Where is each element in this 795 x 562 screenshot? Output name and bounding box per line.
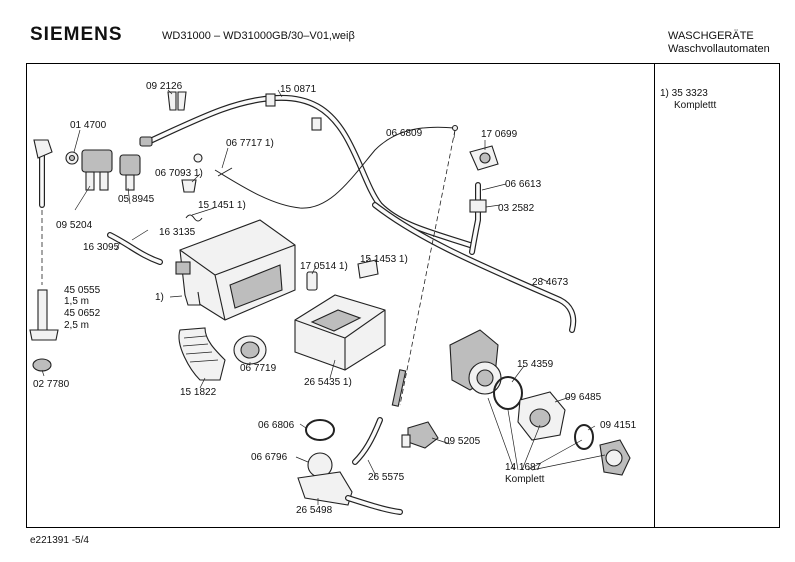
- part-label: 2,5 m: [64, 320, 89, 331]
- label-leader-lines: [41, 89, 596, 505]
- document-id: e221391 -5/4: [30, 535, 89, 546]
- clamp-ring: [305, 419, 335, 441]
- wire-harness-drawing: [214, 126, 456, 209]
- part-label: 09 5205: [444, 436, 481, 447]
- part-label: 06 7093 1): [155, 168, 203, 179]
- aquastop-hose-drawing: [29, 139, 59, 341]
- gasket-part: [357, 259, 379, 279]
- model-title: WD31000 – WD31000GB/30–V01,weiβ: [162, 30, 355, 42]
- wire-lug: [217, 167, 233, 177]
- pressure-tube-guide: [399, 129, 456, 406]
- footnote-line-1: 1) 35 3323: [660, 88, 708, 99]
- drain-filter-drawing: [599, 439, 631, 476]
- bellows-hose-drawing: [178, 327, 226, 381]
- spring-part: [185, 214, 203, 222]
- part-label: 09 2126: [146, 81, 183, 92]
- cap-part: [32, 358, 52, 372]
- air-trap-part: [469, 199, 487, 213]
- part-label: 15 0871: [280, 84, 317, 95]
- drain-pump-drawing: [449, 329, 502, 395]
- bracket-part: [167, 91, 177, 111]
- part-label: 26 5575: [368, 472, 405, 483]
- part-label: 09 5204: [56, 220, 93, 231]
- cup-part: [306, 271, 318, 291]
- part-label: 01 4700: [70, 120, 107, 131]
- part-label: 05 8945: [118, 194, 155, 205]
- part-label: 16 3095: [83, 242, 120, 253]
- filter-seal-ring: [574, 424, 594, 450]
- part-label: 06 6809: [386, 128, 423, 139]
- hose-nozzle: [139, 136, 153, 147]
- part-label: 1): [155, 292, 164, 303]
- small-terminal-part: [193, 153, 203, 163]
- part-label: 06 6806: [258, 420, 295, 431]
- part-label: 09 4151: [600, 420, 637, 431]
- sump-hose-drawing: [297, 471, 403, 515]
- category-line-2: Waschvollautomaten: [668, 43, 770, 55]
- part-label: 09 6485: [565, 392, 602, 403]
- part-label: 06 6613: [505, 179, 542, 190]
- part-label: 06 6796: [251, 452, 288, 463]
- solenoid-valve-single: [119, 154, 141, 191]
- footnote-line-2: Komplettt: [674, 100, 717, 111]
- part-label: 28 4673: [532, 277, 569, 288]
- part-label: 45 0652: [64, 308, 101, 319]
- part-label: 14 1687: [505, 462, 542, 473]
- diagram-frame: [26, 63, 780, 528]
- pump-seal-ring: [493, 376, 523, 410]
- part-label: 06 7719: [240, 363, 277, 374]
- pressure-switch-drawing: [469, 145, 499, 171]
- category-line-1: WASCHGERÄTE: [668, 30, 754, 42]
- small-clamp-part: [181, 179, 197, 193]
- part-label: 17 0699: [481, 129, 518, 140]
- part-label: 06 7717 1): [226, 138, 274, 149]
- kit-leader-lines: [487, 397, 606, 471]
- part-label: 02 7780: [33, 379, 70, 390]
- part-label: 03 2582: [498, 203, 535, 214]
- part-label: 15 1822: [180, 387, 217, 398]
- part-label: 15 1453 1): [360, 254, 408, 265]
- detergent-drawer-drawing: [294, 294, 386, 371]
- part-label: 1,5 m: [64, 296, 89, 307]
- hose-clip: [311, 117, 322, 131]
- part-label: 17 0514 1): [300, 261, 348, 272]
- hose-clip: [265, 93, 276, 107]
- part-label: Komplett: [505, 474, 545, 485]
- pressure-tube-part: [391, 369, 407, 407]
- brand-logo: SIEMENS: [30, 24, 123, 45]
- part-label: 45 0555: [64, 285, 101, 296]
- pump-housing-drawing: [517, 391, 566, 441]
- check-valve-drawing: [401, 421, 439, 449]
- part-label: 15 1451 1): [198, 200, 246, 211]
- bracket-part: [177, 91, 187, 111]
- part-label: 26 5435 1): [304, 377, 352, 388]
- part-label: 15 4359: [517, 359, 554, 370]
- dispenser-housing-drawing: [175, 219, 296, 321]
- wire-terminal: [451, 124, 459, 132]
- solenoid-valve-double: [81, 149, 113, 191]
- part-label: 26 5498: [296, 505, 333, 516]
- notes-divider: [654, 63, 655, 528]
- part-label: 16 3135: [159, 227, 196, 238]
